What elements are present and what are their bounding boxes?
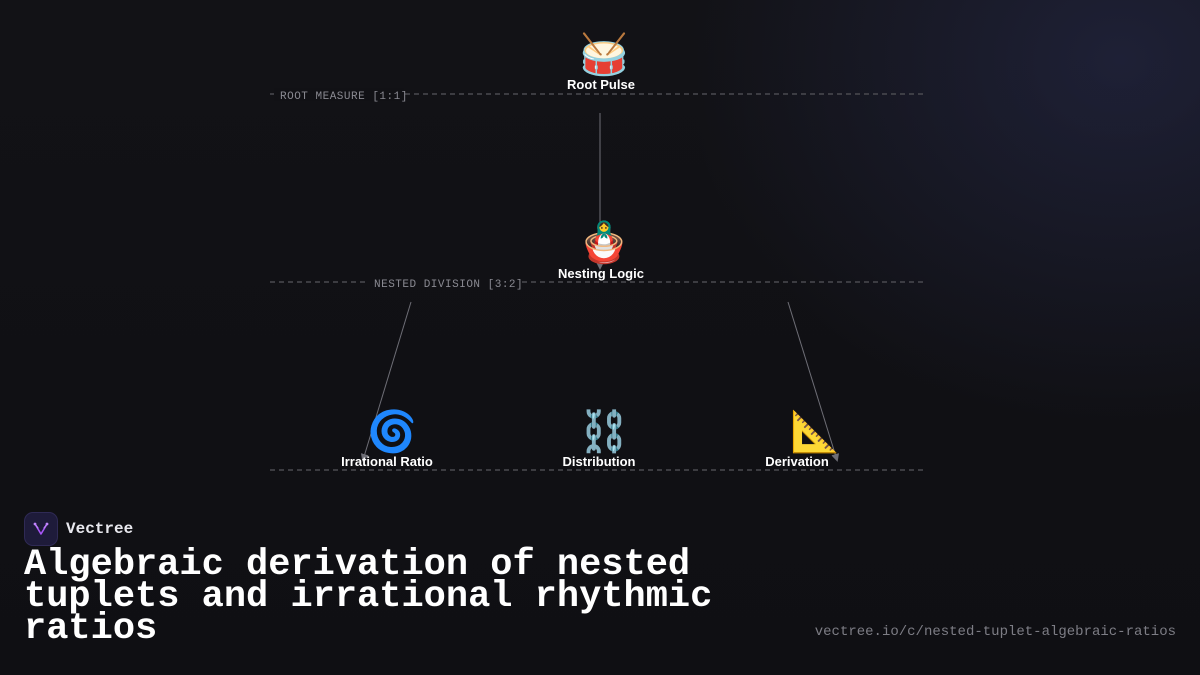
vectree-logo-icon [24,512,58,546]
level-label-nested: NESTED DIVISION [3:2] [374,279,523,291]
node-label: Distribution [563,454,636,469]
node-label: Nesting Logic [558,266,644,281]
node-label: Derivation [765,454,829,469]
level-label-root: ROOT MEASURE [1:1] [280,91,408,103]
node-root-pulse[interactable]: 🥁 Root Pulse [567,31,635,92]
spiral-icon: 🌀 [367,407,417,455]
node-irrational-ratio[interactable]: 🌀 Irrational Ratio [341,407,433,469]
brand-name: Vectree [66,520,134,538]
node-derivation[interactable]: 📐 Derivation [765,408,840,469]
node-label: Root Pulse [567,77,635,92]
page-url[interactable]: vectree.io/c/nested-tuplet-algebraic-rat… [814,624,1176,640]
node-nesting-logic[interactable]: 🪆 Nesting Logic [558,219,644,281]
node-label: Irrational Ratio [341,454,433,469]
node-distribution[interactable]: ⛓️ Distribution [563,408,636,469]
chain-icon: ⛓️ [579,408,629,455]
brand[interactable]: Vectree [24,512,133,546]
drum-icon: 🥁 [579,31,629,78]
nesting-doll-icon: 🪆 [579,219,629,266]
edge-nesting-to-irrational [360,301,412,462]
page-title: Algebraic derivation of nested tuplets a… [24,544,713,650]
triangle-ruler-icon: 📐 [790,408,840,455]
edge-nesting-to-derivation [787,301,840,462]
